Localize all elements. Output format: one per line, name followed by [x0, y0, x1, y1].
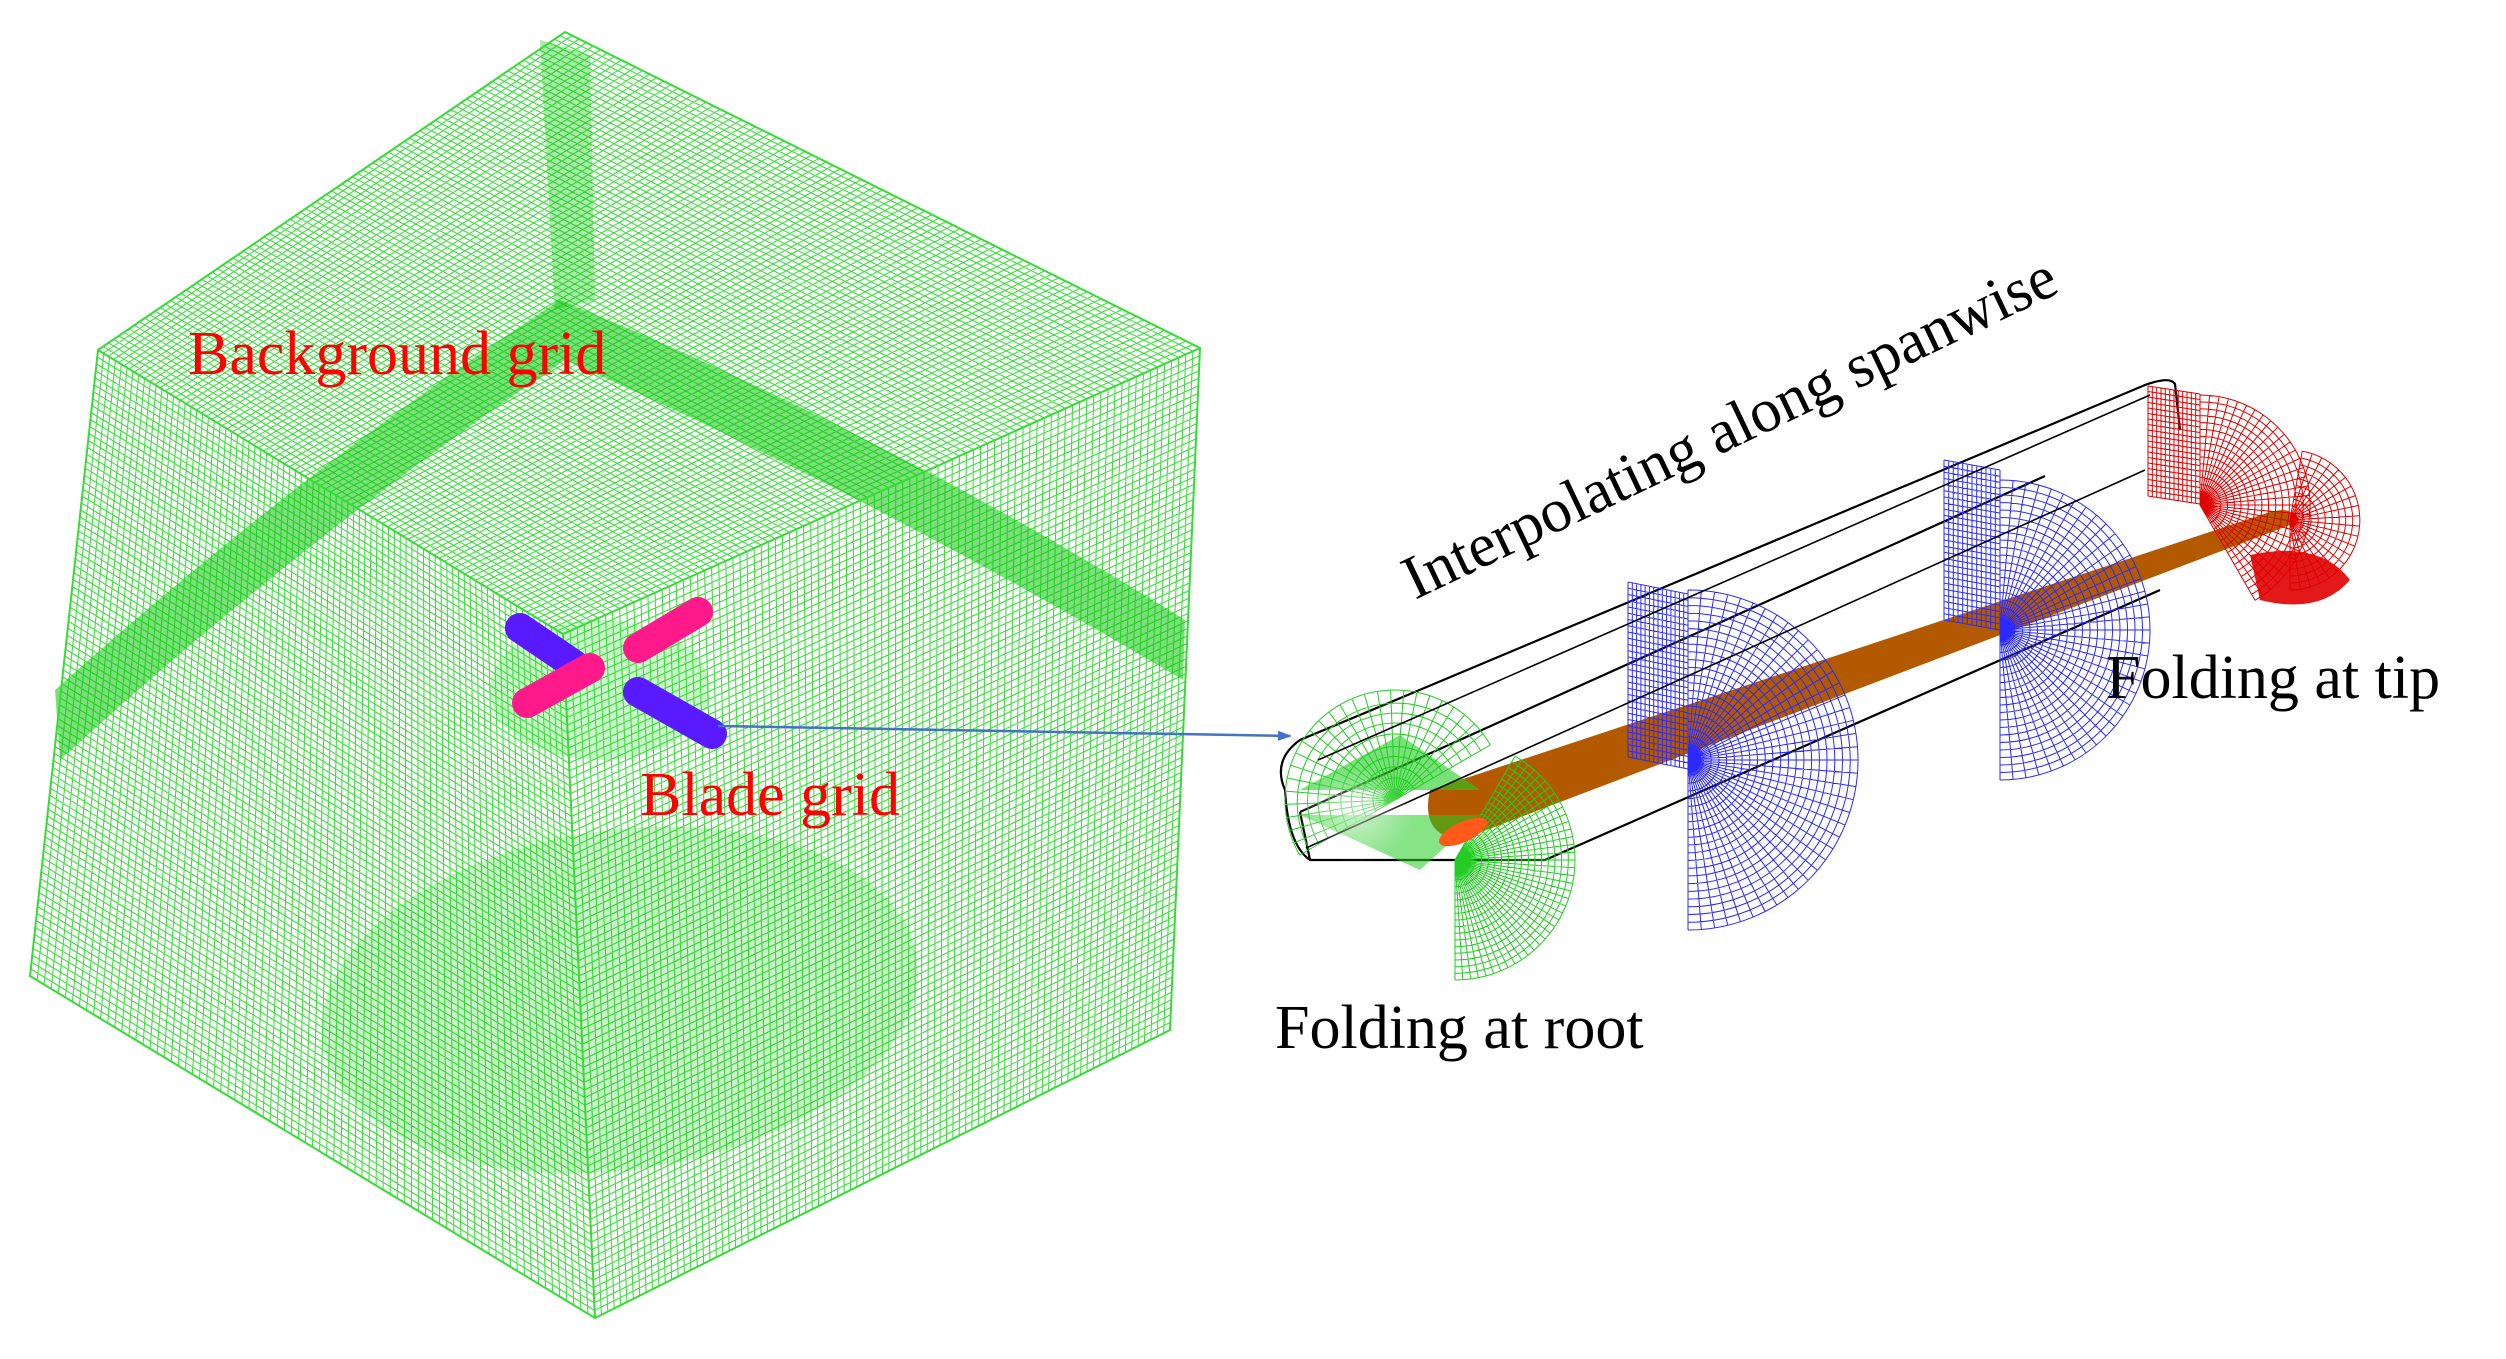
dense-band-left — [55, 300, 565, 760]
blade-purple-lower — [623, 677, 727, 749]
blade-pink-lower — [512, 653, 605, 718]
spanwise-interpolation-diagram — [1279, 379, 2361, 981]
root-fan-lower-mesh — [1454, 755, 1576, 981]
blade-body — [1428, 510, 2293, 840]
tip-fan-upper — [2199, 394, 2311, 601]
dense-patch-bottom — [321, 826, 919, 1174]
label-blade-grid: Blade grid — [640, 761, 900, 829]
tip-lobe — [2250, 550, 2350, 605]
mid2-fan — [1999, 479, 2151, 781]
root-glow — [1295, 767, 1415, 863]
tip-fan-side-mesh — [2289, 450, 2361, 591]
label-folding-at-tip: Folding at tip — [2106, 644, 2440, 712]
mid2-fan-mesh — [1999, 479, 2151, 781]
section-tip — [2147, 385, 2361, 605]
tip-fan-upper-mesh — [2199, 394, 2311, 601]
mid1-fan — [1687, 589, 1859, 931]
sections — [1284, 385, 2361, 981]
background-grid-cube — [28, 30, 1202, 1320]
section-mid-1 — [1627, 581, 1859, 931]
root-fan-lower — [1454, 755, 1576, 981]
blade-pink-upper — [623, 597, 713, 663]
refined-grid-band — [55, 40, 1185, 1174]
blade-grid-cross — [505, 597, 727, 749]
cube-edges — [28, 30, 1202, 1320]
label-background-grid: Background grid — [188, 320, 606, 388]
dense-band-vertical — [540, 40, 595, 310]
tip-grid — [2147, 385, 2201, 505]
mid2-grid — [1943, 459, 2001, 631]
connector-arrow — [717, 724, 1292, 741]
dense-band-right — [560, 300, 1185, 680]
section-mid-2 — [1943, 459, 2151, 781]
tip-fan-side — [2289, 450, 2361, 591]
label-interpolating-along-spanwise: Interpolating along spanwise — [1392, 243, 2068, 613]
blade-purple-upper — [505, 613, 588, 679]
root-core — [1439, 817, 1487, 847]
mid1-fan-mesh — [1687, 589, 1859, 931]
cube-outline — [28, 30, 1202, 1320]
capsule-inner-lines — [1305, 394, 2151, 849]
label-folding-at-root: Folding at root — [1275, 994, 1644, 1062]
